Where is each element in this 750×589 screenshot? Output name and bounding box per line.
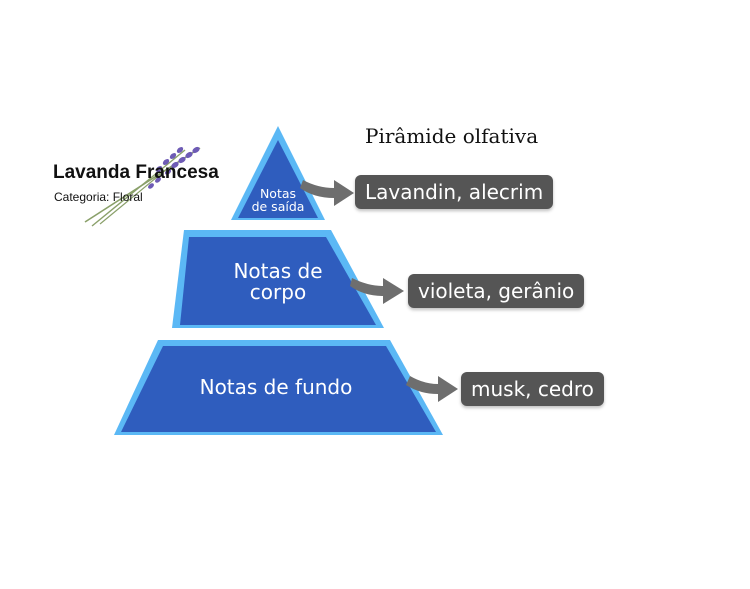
level-middle-label: Notas de corpo xyxy=(208,261,348,303)
arrow-top xyxy=(300,180,354,206)
diagram-title: Pirâmide olfativa xyxy=(365,124,539,148)
level-middle-label-line2: corpo xyxy=(249,280,307,304)
level-bottom-label: Notas de fundo xyxy=(176,377,376,398)
level-top-label-line1: Notas xyxy=(259,186,297,201)
level-top-label-line2: de saída xyxy=(251,199,305,215)
arrow-middle xyxy=(350,278,404,304)
notes-box-middle: violeta, gerânio xyxy=(408,274,585,308)
product-name: Lavanda Francesa xyxy=(53,162,219,183)
notes-box-top: Lavandin, alecrim xyxy=(355,175,554,209)
level-middle-label-line1: Notas de xyxy=(233,259,323,283)
lavender-sprig-icon xyxy=(84,146,201,227)
notes-box-bottom: musk, cedro xyxy=(461,372,604,406)
level-bottom-label-line1: Notas de fundo xyxy=(199,375,353,399)
level-top-label: Notas de saída xyxy=(243,187,313,213)
product-category: Categoria: Floral xyxy=(54,190,143,204)
arrow-bottom xyxy=(406,376,458,402)
